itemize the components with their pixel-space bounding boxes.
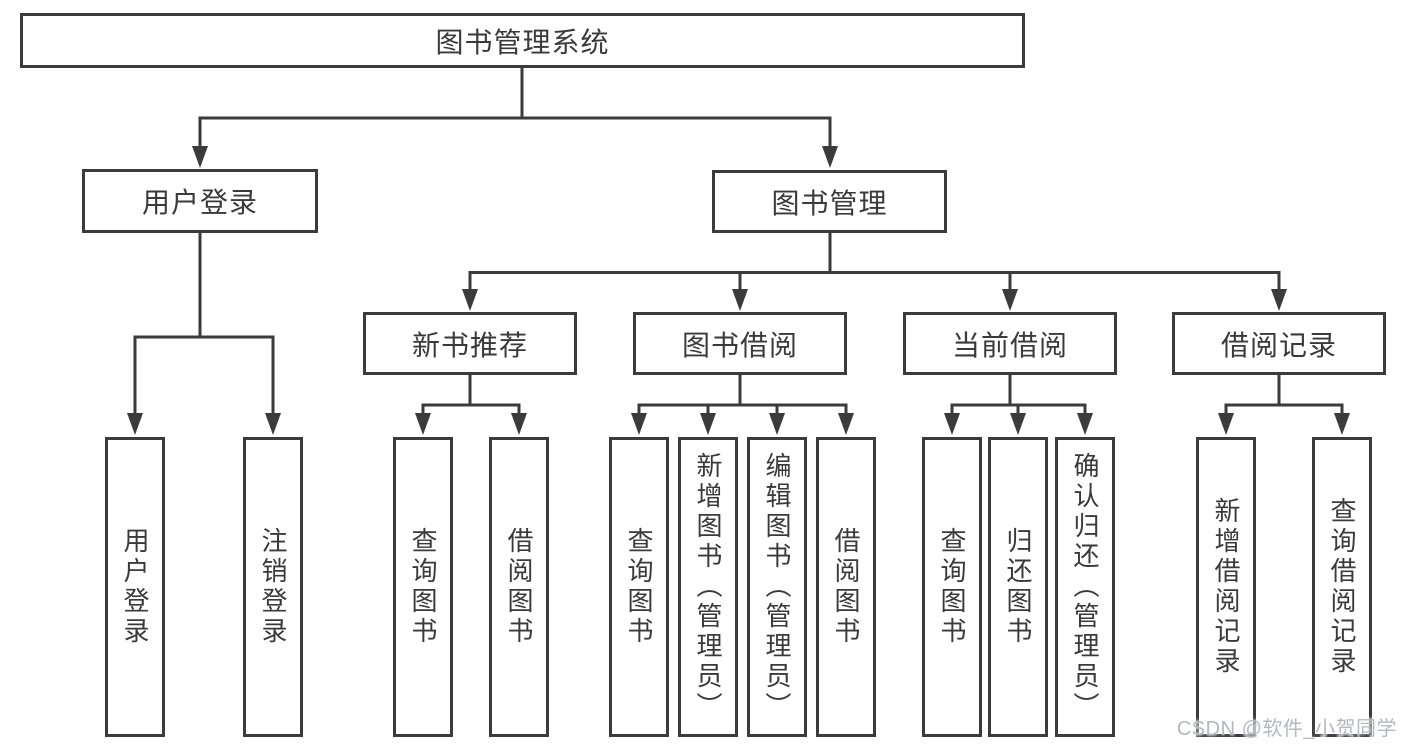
node-label: 查询借阅记录 [1327, 497, 1357, 677]
node-label: 图书借阅 [681, 329, 798, 361]
node-label: 注销登录 [258, 527, 288, 647]
leaf-edit-books-admin: 编辑图书（管理员） [747, 437, 807, 737]
node-label: 用户登录 [120, 527, 150, 647]
node-label: 归还图书 [1003, 527, 1033, 647]
leaf-borrow-books-borrowing: 借阅图书 [816, 437, 876, 737]
leaf-user-login: 用户登录 [105, 437, 165, 737]
node-label: 新增图书（管理员） [693, 452, 723, 722]
node-label: 确认归还（管理员） [1070, 452, 1100, 722]
node-new-book-recommendation: 新书推荐 [363, 312, 577, 375]
node-library-management-system: 图书管理系统 [20, 13, 1025, 68]
node-user-login: 用户登录 [82, 169, 318, 233]
node-label: 查询图书 [624, 527, 654, 647]
leaf-query-books-recommend: 查询图书 [393, 437, 453, 737]
leaf-add-books-admin: 新增图书（管理员） [678, 437, 738, 737]
leaf-borrow-books-recommend: 借阅图书 [489, 437, 549, 737]
node-label: 图书管理系统 [435, 26, 610, 58]
leaf-return-books: 归还图书 [988, 437, 1048, 737]
leaf-logout: 注销登录 [243, 437, 303, 737]
node-label: 新增借阅记录 [1211, 497, 1241, 677]
node-current-borrowing: 当前借阅 [903, 312, 1117, 375]
node-label: 新书推荐 [411, 329, 528, 361]
node-label: 借阅图书 [831, 527, 861, 647]
node-label: 借阅记录 [1220, 329, 1337, 361]
node-label: 当前借阅 [951, 329, 1068, 361]
node-label: 用户登录 [141, 187, 258, 218]
node-borrowing-records: 借阅记录 [1172, 312, 1386, 375]
node-label: 查询图书 [937, 527, 967, 647]
leaf-query-borrow-record: 查询借阅记录 [1312, 437, 1372, 737]
node-label: 图书管理 [771, 187, 888, 219]
leaf-query-books-current: 查询图书 [922, 437, 982, 737]
leaf-add-borrow-record: 新增借阅记录 [1196, 437, 1256, 737]
leaf-query-books-borrowing: 查询图书 [609, 437, 669, 737]
node-book-borrowing: 图书借阅 [633, 312, 847, 375]
node-book-management: 图书管理 [712, 170, 947, 233]
node-label: 借阅图书 [504, 527, 534, 647]
node-label: 查询图书 [408, 527, 438, 647]
node-label: 编辑图书（管理员） [762, 452, 792, 722]
leaf-confirm-return-admin: 确认归还（管理员） [1055, 437, 1115, 737]
